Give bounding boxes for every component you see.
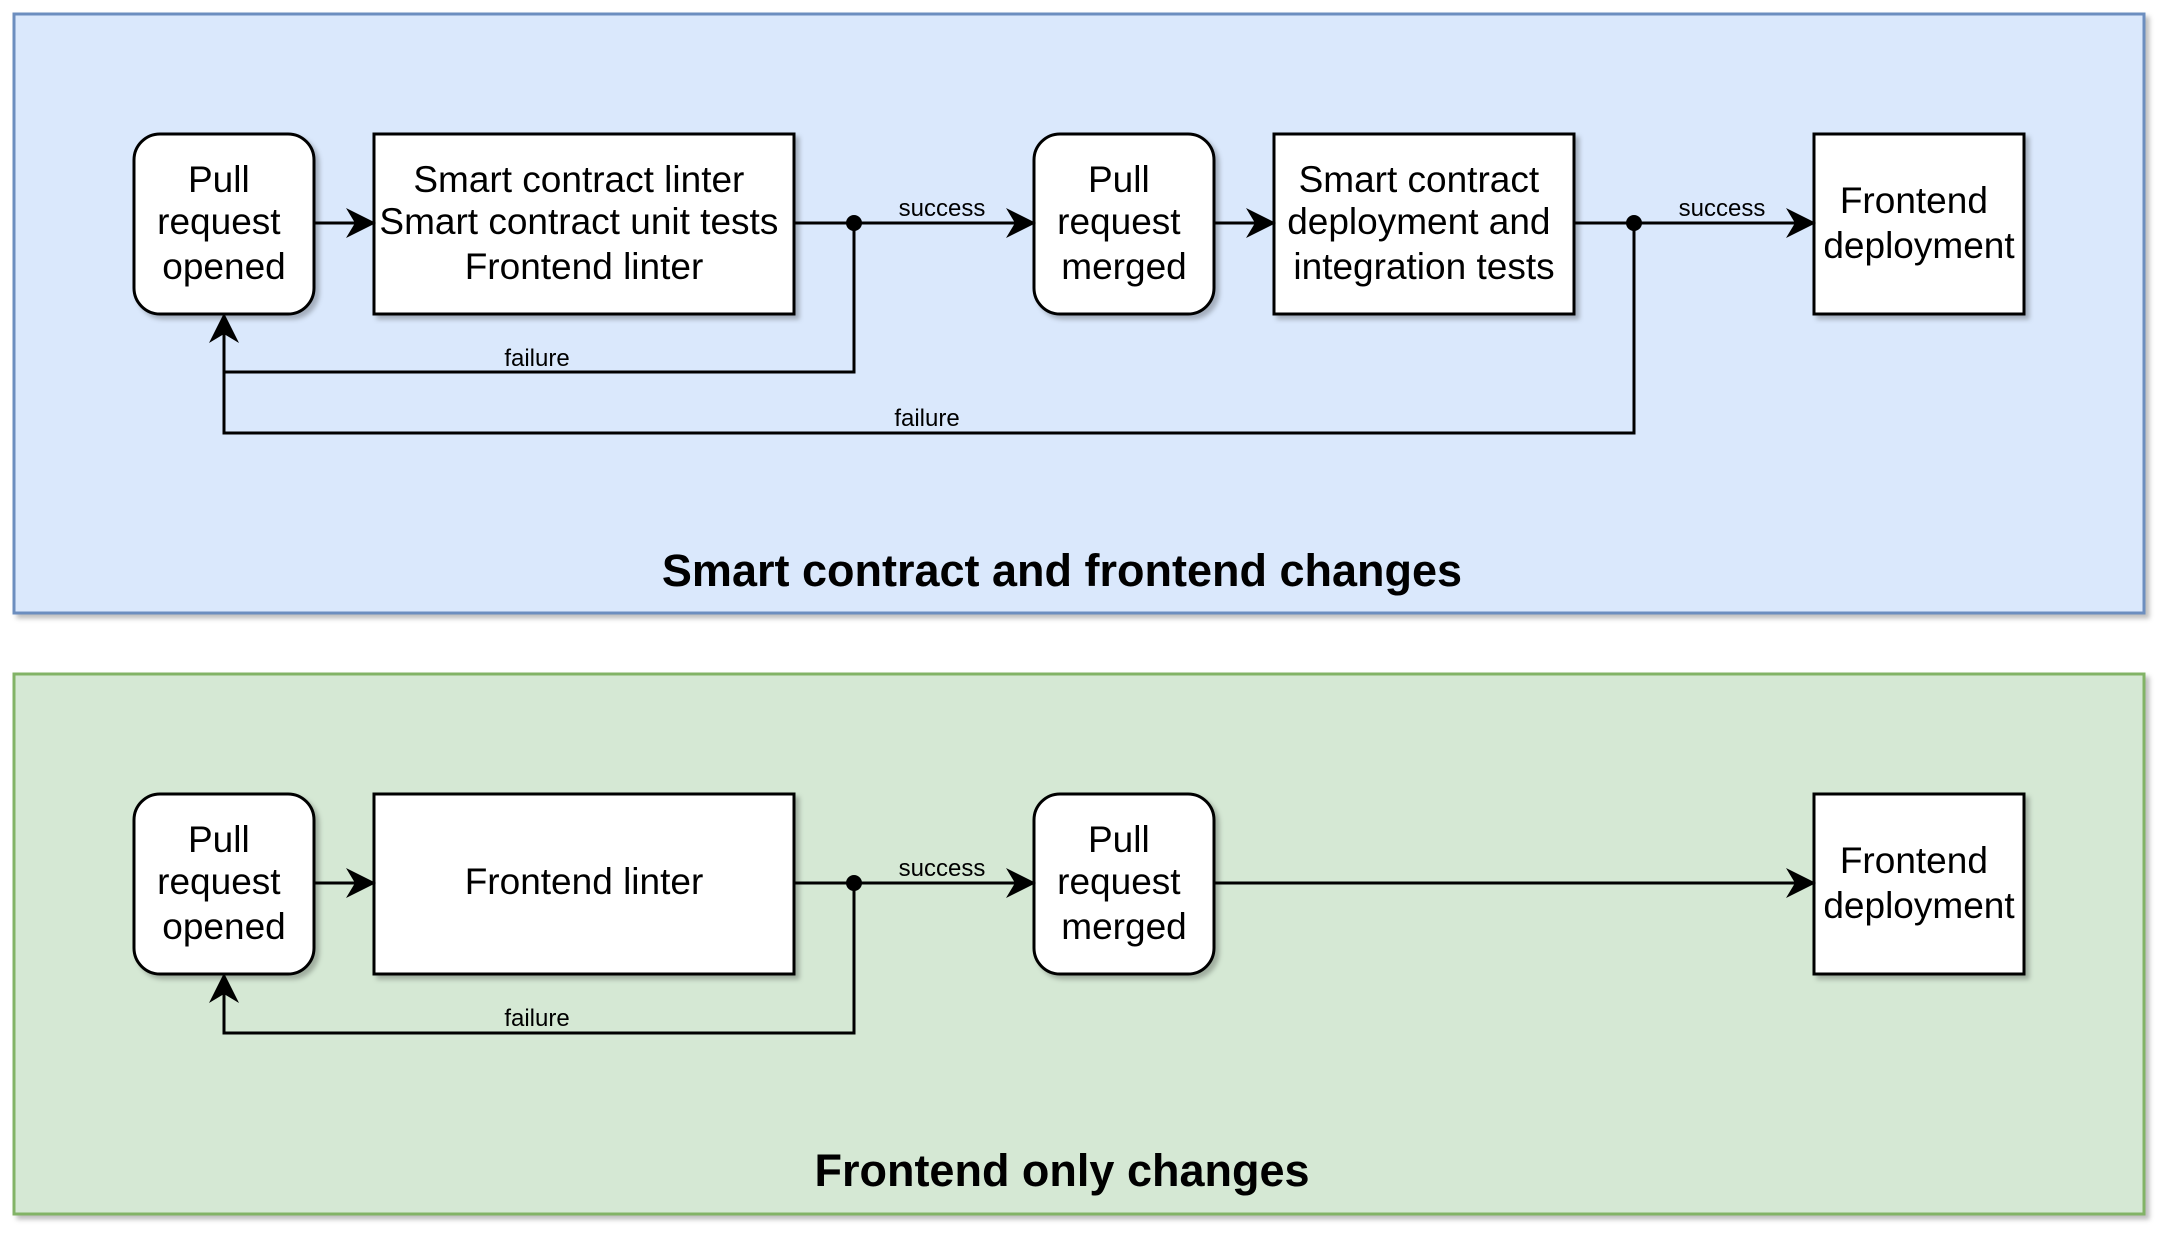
svg-text:Pull request m: Pull request merged: [1057, 159, 1191, 287]
svg-text:Frontend linter: Frontend linter: [465, 861, 704, 902]
node-label-line: deployment: [1823, 885, 2015, 926]
svg-text:Pull request m: Pull request merged: [1057, 819, 1191, 947]
edge-failure-loop: [209, 883, 856, 1035]
node-checks: Smart contract linter Smart contract uni…: [372, 132, 796, 316]
node-label-line: Pull: [1088, 159, 1150, 200]
panel-frontend-only: Pull request opened Frontend linter Pull…: [12, 672, 2146, 1216]
svg-text:Frontend deployment: Frontend deployment: [1823, 180, 2015, 266]
node-label-line: Frontend: [1840, 180, 1988, 221]
svg-text:Smart contract linter: Smart contract linter Smart contract uni…: [379, 159, 788, 287]
edge-label-failure: failure: [894, 405, 959, 432]
node-contract-deployment: Smart contract deployment and integratio…: [1272, 132, 1576, 316]
edge-label-success: success: [899, 195, 986, 222]
edge-failure-loop: [222, 223, 1636, 435]
node-label-line: Smart contract: [1299, 159, 1540, 200]
node-frontend-deployment: Frontend deployment: [1812, 792, 2026, 976]
svg-text:Pull request o: Pull request opened: [157, 819, 291, 947]
svg-text:Smart contract deploym: Smart contract deployment and integratio…: [1287, 159, 1561, 287]
node-label-line: merged: [1061, 906, 1186, 947]
node-label-line: Frontend: [1840, 840, 1988, 881]
svg-text:Frontend deployment: Frontend deployment: [1823, 840, 2015, 926]
panel-title: Smart contract and frontend changes: [662, 545, 1462, 596]
node-label-line: Smart contract unit tests: [379, 201, 778, 242]
node-label-line: request: [157, 861, 281, 902]
svg-text:Pull request o: Pull request opened: [157, 159, 291, 287]
edge-label-failure: failure: [504, 345, 569, 372]
node-pull-request-merged: Pull request merged: [1032, 792, 1216, 976]
edge-label-failure: failure: [504, 1005, 569, 1032]
edge-label-success: success: [1679, 195, 1766, 222]
node-label-line: Frontend linter: [465, 246, 704, 287]
node-label-line: Pull: [188, 819, 250, 860]
node-frontend-deployment: Frontend deployment: [1812, 132, 2026, 316]
node-label-line: Pull: [1088, 819, 1150, 860]
node-label-line: request: [1057, 201, 1181, 242]
node-label-line: merged: [1061, 246, 1186, 287]
node-pull-request-opened: Pull request opened: [132, 792, 316, 976]
edge-label-success: success: [899, 855, 986, 882]
node-frontend-linter: Frontend linter: [372, 792, 796, 976]
node-label-line: Pull: [188, 159, 250, 200]
node-label-line: deployment: [1823, 225, 2015, 266]
edge-failure-loop: [209, 223, 856, 374]
node-label-line: opened: [162, 246, 285, 287]
node-label-line: opened: [162, 906, 285, 947]
node-label-line: request: [157, 201, 281, 242]
node-label-line: request: [1057, 861, 1181, 902]
node-pull-request-merged: Pull request merged: [1032, 132, 1216, 316]
panel-smart-contract-and-frontend: Pull request opened Smart contract linte…: [12, 12, 2146, 615]
node-pull-request-opened: Pull request opened: [132, 132, 316, 316]
node-label-line: Frontend linter: [465, 861, 704, 902]
node-label-line: Smart contract linter: [413, 159, 744, 200]
node-label-line: deployment and: [1287, 201, 1550, 242]
panel-title: Frontend only changes: [814, 1145, 1309, 1196]
node-label-line: integration tests: [1293, 246, 1554, 287]
